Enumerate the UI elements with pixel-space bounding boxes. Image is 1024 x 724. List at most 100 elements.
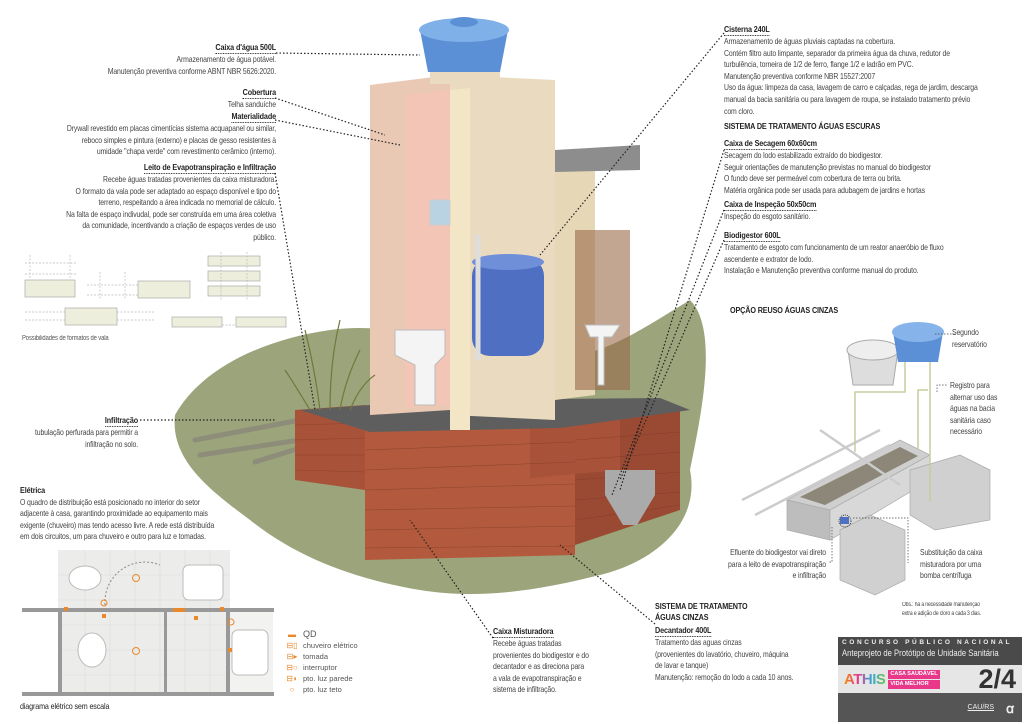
cau-logo: CAU/RS [967, 704, 994, 711]
note-line: com cloro. [724, 106, 755, 116]
leito-note: Leito de Evapotranspiração e Infiltração… [23, 162, 276, 244]
plants [284, 319, 376, 411]
note-line: O formato da vala pode ser adaptado ao e… [75, 186, 277, 196]
brick-base [295, 405, 680, 560]
heading-line: SISTEMA DE TRATAMENTO [655, 601, 748, 611]
infiltracao-note: Infiltração tubulação perfurada para per… [11, 415, 138, 450]
biodigestor-note: Biodigestor 600L Tratamento de esgoto co… [724, 230, 1019, 277]
note-line: O fundo deve ser permeável com cobertura… [724, 174, 902, 184]
misturadora-note: Caixa Misturadora Recebe águas tratadas … [493, 626, 633, 696]
athis-logo: ATHIS CASA SAUDÁVEL VIDA MELHOR [844, 669, 940, 689]
cobertura-title: Cobertura [242, 87, 276, 99]
wall-front [450, 88, 470, 430]
rain-cistern [472, 258, 544, 356]
note-line: provenientes do biodigestor e do [493, 650, 589, 660]
water-tank-500l [419, 17, 509, 84]
note-line: Tratamento das aguas cinzas [655, 638, 742, 647]
switch-icon: ⊟○ [286, 663, 298, 672]
escuras-heading: SISTEMA DE TRATAMENTO ÁGUAS ESCURAS [724, 121, 881, 131]
note-line: Na falta de espaço indivudal, pode ser c… [66, 209, 276, 219]
label-line: para a leito de evapotranspiração [728, 559, 826, 569]
wall-interior [405, 90, 450, 408]
note-line: tubulação perfurada para permitir a [34, 428, 138, 437]
label-line: Segundo [952, 328, 979, 337]
note-line: em dois circuitos, um para chuveiro e ou… [20, 532, 206, 542]
note-line: umidade "chapa verde" com revestimento c… [96, 147, 276, 157]
note-line: Inspeção do esgoto sanitário. [724, 212, 811, 221]
wall-light-icon: ⊟◗ [286, 674, 298, 683]
note-line: adjacente à casa, garantindo proximidade… [20, 509, 208, 519]
note-line: de lavar e tanque) [655, 661, 709, 671]
note-line: O quadro de distribuição está posicionad… [20, 497, 200, 507]
obs-note: Obs.: há a necessidade manutenção extra … [902, 601, 1020, 618]
page-number: 2/4 [978, 663, 1016, 694]
note-line: exigente (chuveiro) mas tendo acesso liv… [20, 520, 215, 530]
label-line: Registro para [950, 381, 990, 390]
note-line: ascendente e extrator de lodo. [724, 254, 814, 264]
eletrica-note: Elétrica O quadro de distribuição está p… [20, 485, 267, 543]
label-line: e infiltração [792, 571, 826, 581]
reuso-heading: OPÇÃO REUSO ÁGUAS CINZAS [730, 305, 839, 315]
caixa-agua-title: Caixa d'água 500L [215, 42, 276, 54]
qd-icon: ▬ [288, 630, 296, 639]
note-line: Secagem do lodo estabilizado extraído do… [724, 151, 883, 160]
cobertura-note: Cobertura Telha sanduíche [23, 87, 276, 111]
brick-lines [294, 422, 681, 549]
label-line: bomba centrífuga [920, 571, 972, 581]
legend-label: pto. luz parede [303, 674, 353, 683]
materialidade-note: Materialidade Drywall revestido em placa… [13, 111, 276, 158]
note-line: (provenientes do lavatório, chuveiro, má… [655, 649, 789, 659]
plan-caption: diagrama elétrico sem escala [20, 701, 110, 711]
legend-tomada: ⊟▸tomada [285, 651, 358, 662]
registro-label: Registro para alternar uso das águas na … [950, 380, 1021, 438]
legend-label: pto. luz teto [303, 685, 342, 694]
legend-label: interruptor [303, 663, 338, 672]
note-line: Telha sanduíche [227, 100, 276, 109]
note-line: reboco simples e pintura (externo) e pla… [81, 135, 277, 145]
label-line: extra e adição de cloro a cada 3 dias. [902, 610, 981, 617]
shower-icon: ⊟▯ [286, 641, 298, 650]
note-line: Tratamento de esgoto com funcionamento d… [724, 243, 944, 252]
note-line: a vala de evapotranspiração e [493, 673, 582, 683]
window [429, 199, 451, 226]
label-line: reservatório [952, 339, 987, 349]
infiltracao-title: Infiltração [104, 415, 138, 427]
note-line: Armazenamento de águas pluviais captadas… [724, 37, 895, 46]
legend-interruptor: ⊟○ interruptor [285, 662, 358, 673]
substituicao-label: Substituição da caixa misturadora por um… [920, 547, 1021, 582]
cinzas-heading: SISTEMA DE TRATAMENTO ÁGUAS CINZAS [655, 601, 823, 623]
leito-title: Leito de Evapotranspiração e Infiltração [143, 162, 276, 174]
legend-label: QD [303, 629, 317, 639]
tag-casa-saudavel: CASA SAUDÁVEL [888, 669, 940, 679]
cisterna-note: Cisterna 240L Armazenamento de águas plu… [724, 24, 1019, 117]
note-line: Manutenção preventiva conforme NBR 15527… [724, 71, 876, 81]
legend-label: chuveiro elétrico [303, 641, 358, 650]
label-line: alternar uso das [950, 392, 998, 402]
segundo-reservatorio-label: Segundo reservatório [952, 327, 1019, 350]
title-block: CONCURSO PÚBLICO NACIONAL Anteprojeto de… [838, 637, 1022, 722]
note-line: Recebe águas tratadas [493, 639, 562, 648]
campaign-tags: CASA SAUDÁVEL VIDA MELHOR [888, 669, 940, 689]
biodigestor-title: Biodigestor 600L [724, 230, 781, 242]
title-block-header: CONCURSO PÚBLICO NACIONAL Anteprojeto de… [838, 637, 1022, 665]
eletrica-title: Elétrica [20, 485, 46, 495]
iab-logo-icon: ꭤ [1006, 700, 1014, 716]
materialidade-title: Materialidade [231, 111, 276, 123]
athis-logo-text: ATHIS [844, 670, 886, 688]
note-line: sistema de infiltração. [493, 685, 557, 695]
note-line: Uso da água: limpeza da casa, lavagem de… [724, 83, 978, 93]
label-line: Substituição da caixa [920, 548, 983, 557]
electric-legend: ▬ QD ⊟▯ chuveiro elétrico ⊟▸tomada ⊟○ inter… [285, 629, 358, 695]
note-line: Recebe águas tratadas provenientes da ca… [102, 175, 276, 184]
title-block-logos: ATHIS CASA SAUDÁVEL VIDA MELHOR 2/4 [838, 663, 1022, 694]
misturadora-title: Caixa Misturadora [493, 626, 554, 638]
label-line: águas na bacia [950, 404, 995, 414]
inspecao-title: Caixa de Inspeção 50x50cm [724, 199, 817, 211]
cisterna-title: Cisterna 240L [724, 24, 770, 36]
note-line: Manutenção: remoção do lodo a cada 10 an… [655, 672, 794, 682]
note-line: Armazenamento de água potável. [176, 55, 277, 64]
title-block-footer: CAU/RS ꭤ [838, 693, 1022, 722]
label-line: necessário [950, 427, 983, 437]
note-line: Matéria orgânica pode ser usada para adu… [724, 185, 925, 195]
